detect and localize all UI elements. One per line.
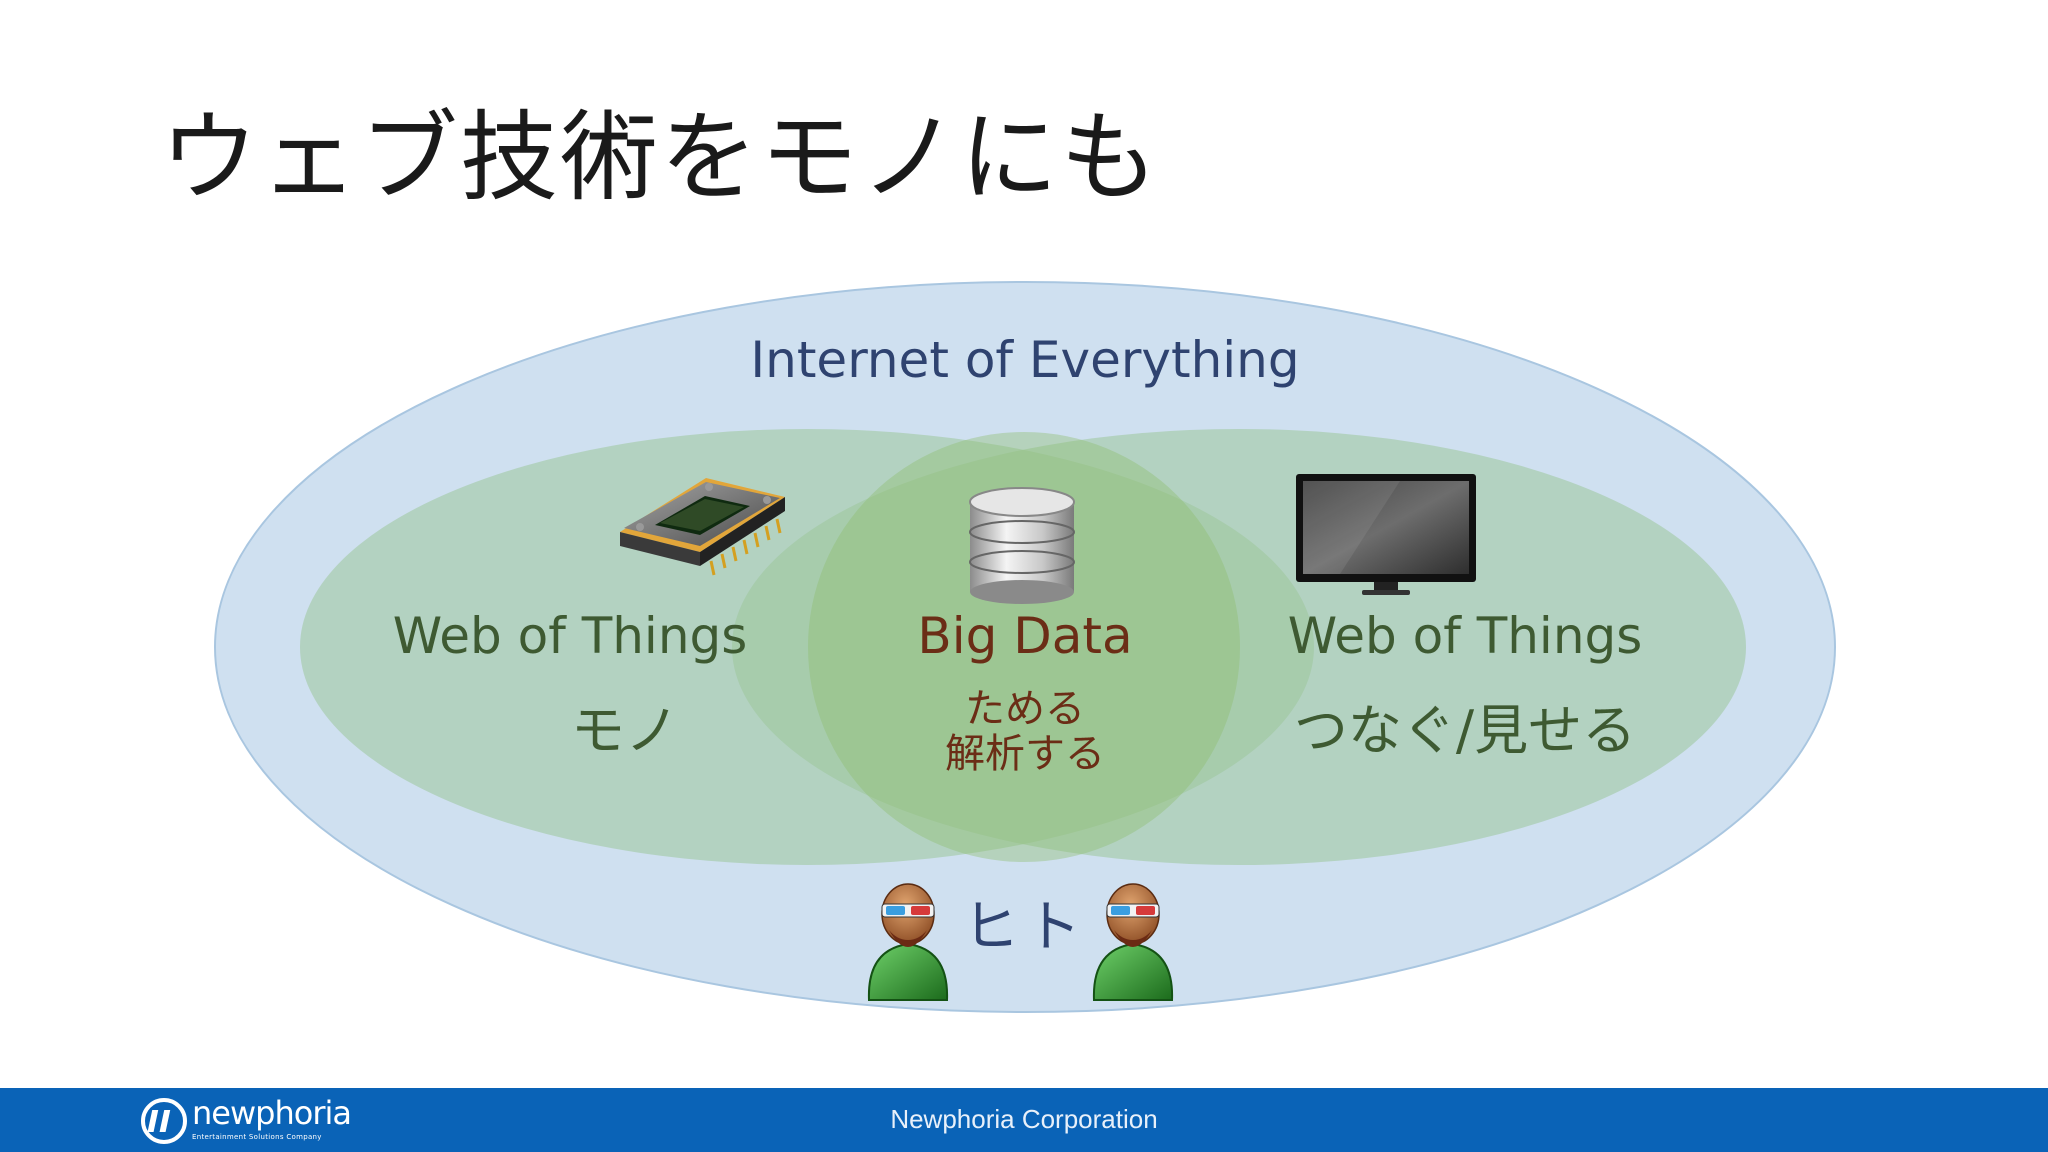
mono-label: モノ (571, 699, 679, 762)
venn-diagram (214, 281, 1836, 1013)
left-web-of-things-label: Web of Things (392, 607, 748, 665)
kaiseki-label: 解析する (945, 731, 1105, 777)
footer-bar: newphoria Entertainment Solutions Compan… (0, 1088, 2048, 1152)
right-web-of-things-label: Web of Things (1287, 607, 1643, 665)
newphoria-logo: newphoria Entertainment Solutions Compan… (140, 1095, 352, 1147)
tameru-label: ためる (965, 686, 1085, 732)
monitor-icon (1296, 474, 1476, 595)
center-circle-big-data (808, 432, 1240, 862)
company-name: Newphoria Corporation (890, 1104, 1158, 1134)
newphoria-logo-mark-icon (141, 1098, 187, 1144)
tsunagu-miseru-label: つなぐ/見せる (1293, 699, 1637, 762)
logo-tagline: Entertainment Solutions Company (192, 1133, 322, 1141)
slide-title: ウェブ技術をモノにも (160, 101, 1161, 215)
big-data-label: Big Data (917, 607, 1133, 665)
microchip-icon (620, 478, 785, 576)
database-icon (969, 487, 1075, 604)
internet-of-everything-label: Internet of Everything (750, 331, 1300, 389)
logo-wordmark: newphoria (192, 1094, 352, 1132)
hito-label: ヒト (963, 895, 1087, 960)
